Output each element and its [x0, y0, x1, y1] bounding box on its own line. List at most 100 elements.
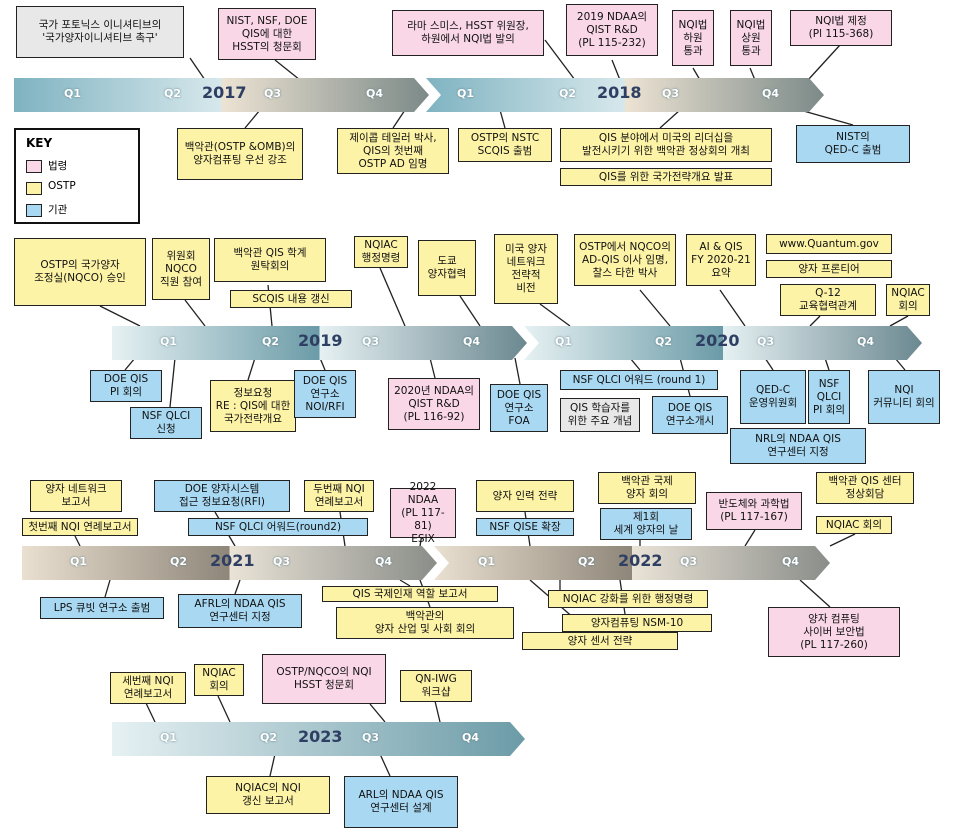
event-box: DOE QIS 연구소 FOA [490, 384, 548, 432]
event-box: 반도체와 과학법 (PL 117-167) [706, 492, 802, 530]
quarter-label: Q4 [462, 731, 480, 744]
quarter-label: Q2 [164, 87, 182, 100]
legend-key: KEY 법령 OSTP 기관 [14, 128, 140, 224]
event-box: NSF QLCI 어워드(round2) [188, 518, 368, 536]
quarter-label: Q1 [70, 555, 88, 568]
legend-swatch-law [26, 160, 42, 173]
year-label-2017: 2017 [202, 83, 247, 102]
event-box: 2022 NDAA (PL 117-81) ESIX [390, 481, 456, 545]
event-box: QED-C 운영위원회 [740, 370, 806, 424]
quarter-label: Q3 [362, 335, 380, 348]
year-label-2018: 2018 [597, 83, 642, 102]
event-box: 첫번째 NQI 연례보고서 [22, 518, 138, 536]
year-label-2022: 2022 [618, 551, 663, 570]
event-box: 라마 스미스, HSST 위원장, 하원에서 NQI법 발의 [392, 10, 544, 56]
event-box: NRL의 NDAA QIS 연구센터 지정 [730, 428, 866, 464]
event-box: 도쿄 양자협력 [418, 240, 476, 296]
quarter-label: Q3 [273, 555, 291, 568]
event-box: NIST, NSF, DOE QIS에 대한 HSST의 청문회 [218, 8, 316, 60]
quarter-label: Q2 [262, 335, 280, 348]
event-box: NQIAC 행정명령 [354, 236, 408, 268]
quarter-label: Q4 [366, 87, 384, 100]
event-box: 세번째 NQI 연례보고서 [110, 672, 186, 704]
event-box: 백악관 국제 양자 회의 [598, 472, 696, 504]
event-box: 양자 네트워크 보고서 [30, 480, 122, 512]
event-box: OSTP의 NSTC SCQIS 출범 [458, 128, 552, 162]
quarter-label: Q1 [457, 87, 475, 100]
event-box: SCQIS 내용 갱신 [230, 290, 352, 308]
event-box: 양자 컴퓨팅 사이버 보안법 (PL 117-260) [768, 607, 900, 657]
legend-title: KEY [26, 136, 53, 150]
event-box: 양자 센서 전략 [522, 632, 678, 650]
quarter-label: Q2 [170, 555, 188, 568]
quarter-label: Q3 [662, 87, 680, 100]
event-box: QIS 학습자를 위한 주요 개념 [560, 398, 640, 432]
year-label-2021: 2021 [210, 551, 255, 570]
timeline-2021-2022: Q1 Q2 2021 Q3 Q4 Q1 Q2 2022 Q3 Q4 [22, 546, 830, 580]
event-box: 백악관 QIS 센터 정상회담 [816, 472, 914, 504]
event-box: NQIAC 강화를 위한 행정명령 [548, 590, 708, 608]
event-box: 제이콥 테일러 박사, QIS의 첫번째 OSTP AD 임명 [337, 128, 449, 174]
event-box: QIS를 위한 국가전략개요 발표 [560, 168, 772, 186]
quarter-label: Q2 [260, 731, 278, 744]
quarter-label: Q1 [555, 335, 573, 348]
event-box: NSF QISE 확장 [476, 518, 574, 536]
quarter-label: Q4 [782, 555, 800, 568]
quarter-label: Q2 [578, 555, 596, 568]
event-box: 2019 NDAA의 QIST R&D (PL 115-232) [566, 4, 658, 56]
event-box: DOE 양자시스템 접근 정보요청(RFI) [154, 480, 290, 512]
event-box: NSF QLCI 신청 [130, 407, 202, 439]
quarter-label: Q2 [559, 87, 577, 100]
event-box: NQIAC 회의 [816, 516, 892, 534]
event-box: NQI법 하원 통과 [672, 10, 714, 66]
event-box: 양자 인력 전략 [476, 480, 574, 512]
event-box: 2020년 NDAA의 QIST R&D (PL 116-92) [388, 378, 480, 430]
quarter-label: Q4 [762, 87, 780, 100]
year-label-2019: 2019 [298, 331, 343, 350]
quarter-label: Q2 [655, 335, 673, 348]
event-box: Q-12 교육협력관계 [780, 284, 876, 316]
event-box: 백악관의 양자 산업 및 사회 회의 [336, 607, 514, 639]
legend-label-agency: 기관 [48, 204, 68, 216]
quarter-label: Q3 [680, 555, 698, 568]
quarter-label: Q4 [463, 335, 481, 348]
event-box: www.Quantum.gov [766, 234, 892, 254]
event-box: 국가 포토닉스 이니셔티브의 '국가양자이니셔티브 촉구' [16, 6, 184, 58]
event-box: QIS 분야에서 미국의 리더십을 발전시키기 위한 백악관 정상회의 개최 [560, 128, 772, 162]
legend-swatch-ostp [26, 182, 42, 195]
event-box: NIST의 QED-C 출범 [796, 125, 910, 163]
event-box: LPS 큐빗 연구소 출범 [40, 597, 164, 619]
event-box: 미국 양자 네트워크 전략적 비전 [494, 234, 558, 304]
event-box: DOE QIS 연구소개시 [652, 396, 728, 434]
event-box: ARL의 NDAA QIS 연구센터 설계 [344, 776, 458, 828]
event-box: NQIAC 회의 [194, 664, 244, 696]
event-box: AI & QIS FY 2020-21 요약 [686, 234, 756, 286]
event-box: NQIAC 회의 [886, 284, 930, 316]
event-box: NQI법 상원 통과 [730, 10, 772, 66]
event-box: DOE QIS PI 회의 [90, 370, 162, 402]
quarter-label: Q3 [362, 731, 380, 744]
legend-label-ostp: OSTP [48, 180, 76, 192]
legend-swatch-agency [26, 204, 42, 217]
year-label-2020: 2020 [695, 331, 740, 350]
event-box: OSTP의 국가양자 조정실(NQCO) 승인 [14, 238, 146, 306]
timeline-2017-2018: Q1 Q2 2017 Q3 Q4 Q1 Q2 2018 Q3 Q4 [14, 78, 824, 112]
event-box: QN-IWG 워크샵 [400, 670, 472, 702]
year-label-2023: 2023 [298, 727, 343, 746]
quarter-label: Q1 [64, 87, 82, 100]
event-box: 백악관 QIS 학계 원탁회의 [214, 238, 326, 282]
event-box: QIS 국제인재 역할 보고서 [322, 586, 498, 602]
legend-label-law: 법령 [48, 160, 68, 172]
event-box: 제1회 세계 양자의 날 [600, 508, 692, 540]
event-box: 정보요청 RE : QIS에 대한 국가전략개요 [210, 380, 296, 432]
quarter-label: Q1 [160, 335, 178, 348]
event-box: DOE QIS 연구소 NOI/RFI [294, 370, 356, 418]
event-box: 백악관(OSTP &OMB)의 양자컴퓨팅 우선 강조 [177, 128, 303, 180]
quarter-label: Q1 [160, 731, 178, 744]
event-box: NSF QLCI PI 회의 [808, 370, 850, 424]
event-box: OSTP/NQCO의 NQI HSST 청문회 [262, 654, 386, 704]
event-box: NSF QLCI 어워드 (round 1) [560, 370, 718, 390]
event-box: NQIAC의 NQI 갱신 보고서 [206, 776, 330, 814]
quarter-label: Q4 [857, 335, 875, 348]
